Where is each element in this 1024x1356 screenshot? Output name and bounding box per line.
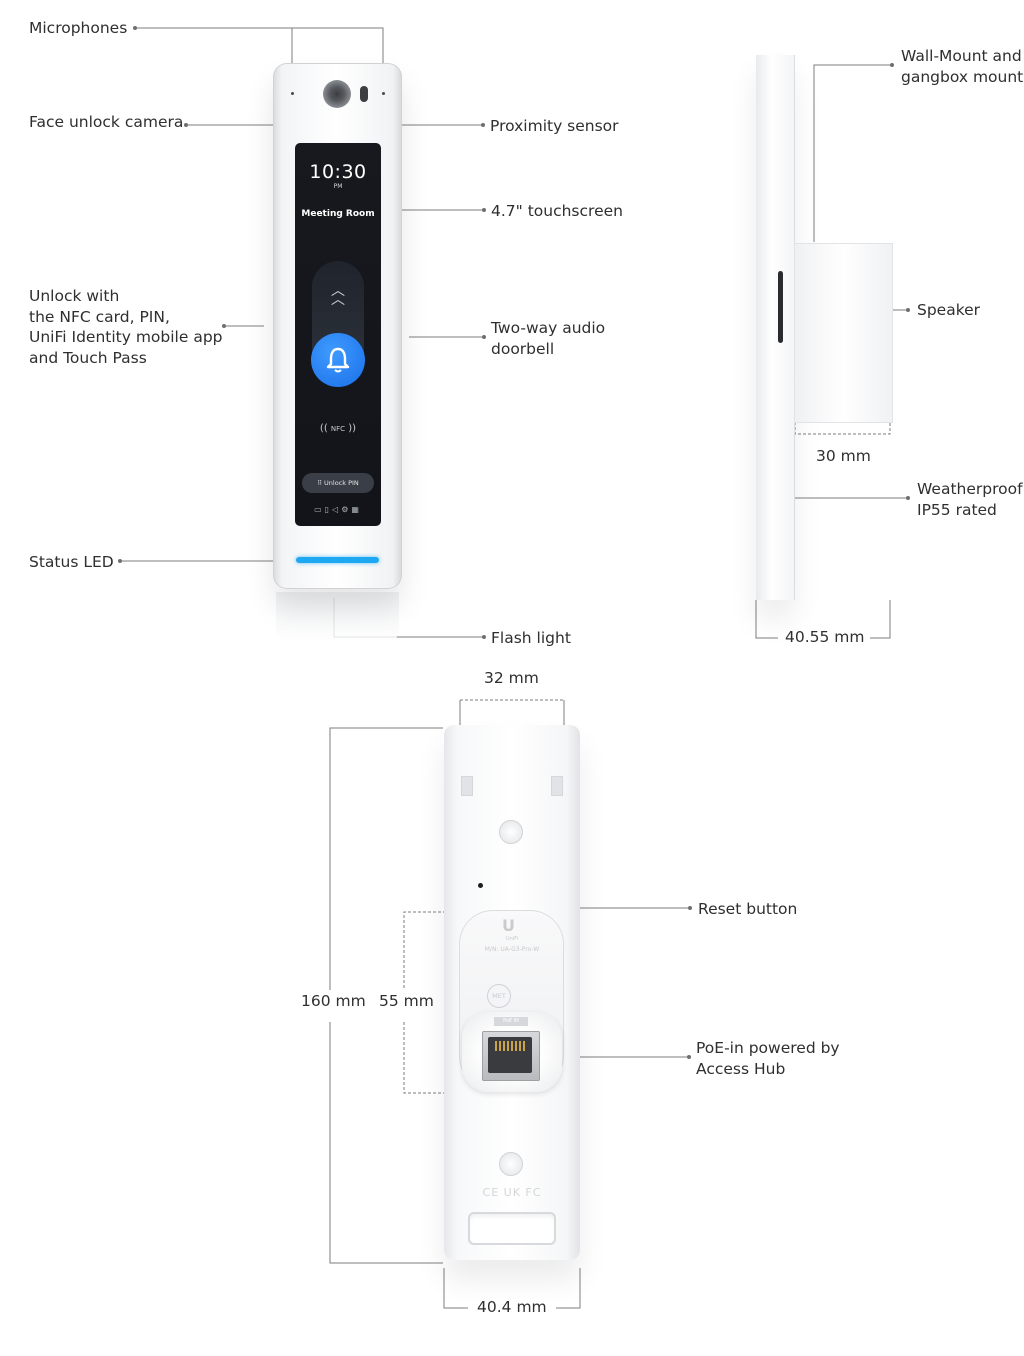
cable-slot xyxy=(468,1212,556,1245)
mount-tab-right xyxy=(551,776,563,796)
label-microphones: Microphones xyxy=(29,19,128,37)
met-mark: MET xyxy=(487,984,511,1008)
label-audio-line-1: Two-way audio xyxy=(491,319,606,337)
label-unlock-line-1: Unlock with xyxy=(29,287,120,305)
screw-hole-top xyxy=(499,820,523,844)
label-status-led: Status LED xyxy=(29,553,114,571)
bell-icon xyxy=(326,347,350,373)
dimension-total-depth: 40.55 mm xyxy=(785,628,865,646)
label-wall-mount: Wall-Mount and gangbox mount xyxy=(901,46,1023,87)
keypad-icon: ⠿ xyxy=(317,479,325,487)
screen-room-name: Meeting Room xyxy=(301,209,375,219)
label-reset-button: Reset button xyxy=(698,900,798,918)
dimension-mount-width: 32 mm xyxy=(484,669,539,687)
model-number: M/N: UA-G3-Pro-W xyxy=(484,946,540,953)
label-wall-mount-line-2: gangbox mount xyxy=(901,67,1024,86)
status-led xyxy=(296,557,379,563)
poe-port-label: PoE IN xyxy=(494,1017,528,1026)
nfc-waves-icon: (( xyxy=(319,423,328,434)
unlock-pin-button[interactable]: ⠿ Unlock PIN xyxy=(302,473,374,493)
label-unlock-line-2: the NFC card, PIN, xyxy=(29,307,170,326)
gear-icon: ⚙ xyxy=(341,505,352,514)
mount-tab-left xyxy=(461,776,473,796)
chevron-up-icon: ︿︿ xyxy=(331,283,345,308)
dimension-width: 40.4 mm xyxy=(477,1298,547,1316)
qr-icon: ▦ xyxy=(351,505,362,514)
label-wall-mount-line-1: Wall-Mount and xyxy=(901,47,1022,65)
microphone-left xyxy=(291,92,294,95)
label-poe-in: PoE-in powered by Access Hub xyxy=(696,1038,840,1079)
screen-time: 10:30 xyxy=(309,161,367,183)
dimension-height: 160 mm xyxy=(301,992,366,1010)
front-reflection xyxy=(276,592,399,642)
camera-icon xyxy=(323,80,351,108)
label-unlock-with: Unlock with the NFC card, PIN, UniFi Ide… xyxy=(29,286,223,368)
label-weatherproof-line-1: Weatherproof xyxy=(917,480,1023,498)
reset-button[interactable] xyxy=(478,883,483,888)
dimension-panel-height: 55 mm xyxy=(379,992,434,1010)
label-poe-line-2: Access Hub xyxy=(696,1059,786,1078)
proximity-sensor xyxy=(360,86,368,102)
nfc-indicator: (( NFC )) xyxy=(295,423,381,434)
dimension-mount-depth: 30 mm xyxy=(816,447,871,465)
nfc-waves-icon: )) xyxy=(348,423,357,434)
label-weatherproof: Weatherproof IP55 rated xyxy=(917,479,1023,520)
label-touchscreen: 4.7" touchscreen xyxy=(491,202,623,220)
microphone-right xyxy=(382,92,385,95)
phone-icon: ▯ xyxy=(324,505,333,514)
unlock-pin-label: Unlock PIN xyxy=(324,479,359,487)
label-flash-light: Flash light xyxy=(491,629,571,647)
unifi-logo: U xyxy=(502,916,515,935)
screen-ampm: PM xyxy=(333,183,343,190)
ethernet-port[interactable] xyxy=(482,1031,540,1081)
certification-marks: CE UK FC xyxy=(482,1186,542,1199)
label-unlock-line-4: and Touch Pass xyxy=(29,348,147,367)
label-speaker: Speaker xyxy=(917,301,981,319)
label-face-unlock-camera: Face unlock camera xyxy=(29,113,184,131)
label-audio-line-2: doorbell xyxy=(491,339,555,358)
speaker-grille xyxy=(778,271,783,343)
screen-bottom-icons: ▭▯◁⚙▦ xyxy=(295,505,381,514)
screw-hole-bottom xyxy=(499,1152,523,1176)
label-unlock-line-3: UniFi Identity mobile app xyxy=(29,328,223,346)
brand-text: UniFi xyxy=(505,936,519,942)
doorbell-button[interactable] xyxy=(311,333,365,387)
label-weatherproof-line-2: IP55 rated xyxy=(917,500,997,519)
nfc-label: NFC xyxy=(330,425,346,433)
speaker-icon: ◁ xyxy=(332,505,342,514)
label-proximity-sensor: Proximity sensor xyxy=(490,117,619,135)
card-icon: ▭ xyxy=(314,505,325,514)
wall-mount-box xyxy=(794,243,893,423)
label-two-way-audio: Two-way audio doorbell xyxy=(491,318,605,359)
label-poe-line-1: PoE-in powered by xyxy=(696,1039,840,1057)
touchscreen[interactable]: 10:30 PM Meeting Room ︿︿ (( NFC )) ⠿ Unl… xyxy=(295,143,381,526)
device-side-body xyxy=(756,55,794,600)
